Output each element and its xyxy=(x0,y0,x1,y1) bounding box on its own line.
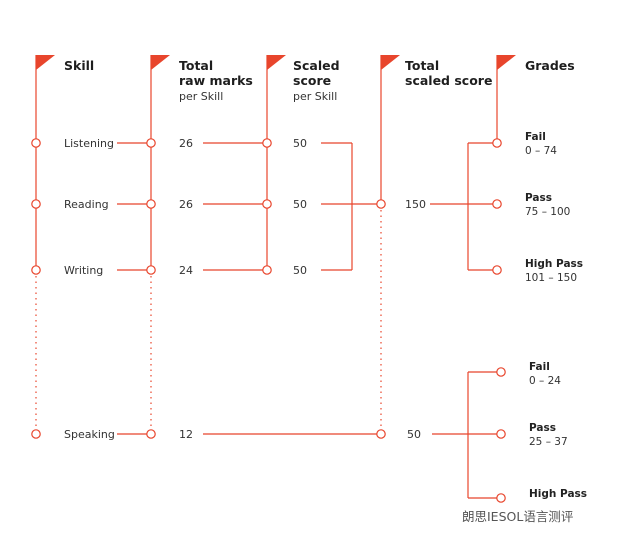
scaled-value-writing: 50 xyxy=(293,264,307,277)
raw-value-reading: 26 xyxy=(179,198,193,211)
node xyxy=(262,265,272,275)
node xyxy=(146,199,156,209)
grade-speaking-highpass-name: High Pass xyxy=(529,488,588,500)
skill-flag-icon xyxy=(36,55,55,70)
total-flag-icon xyxy=(381,55,400,70)
node xyxy=(492,199,502,209)
node xyxy=(496,493,506,503)
scaled-header-line1: Scaled xyxy=(293,58,340,73)
raw-flag-icon xyxy=(151,55,170,70)
grades-flag-icon xyxy=(497,55,516,70)
node xyxy=(31,265,41,275)
grade-speaking-fail-range: 0 – 24 xyxy=(529,375,561,387)
grade-speaking-fail-name: Fail xyxy=(529,361,550,373)
total-value-lrw: 150 xyxy=(405,198,426,211)
grade-speaking-pass-name: Pass xyxy=(529,422,556,434)
watermark: 朗思IESOL语言测评 xyxy=(460,506,576,525)
skill-header: Skill xyxy=(64,58,95,73)
node xyxy=(146,429,156,439)
grade-lrw-fail-range: 0 – 74 xyxy=(525,145,557,157)
total-header-line1: Total xyxy=(405,58,440,73)
raw-value-speaking: 12 xyxy=(179,428,193,441)
node xyxy=(492,138,502,148)
total-header-line2: scaled score xyxy=(405,73,493,88)
grade-lrw-highpass-range: 101 – 150 xyxy=(525,272,578,284)
raw-value-writing: 24 xyxy=(179,264,193,277)
grade-lrw-fail-name: Fail xyxy=(525,131,546,143)
scaled-value-reading: 50 xyxy=(293,198,307,211)
node xyxy=(31,199,41,209)
node xyxy=(262,138,272,148)
skill-label-reading: Reading xyxy=(64,198,109,211)
node xyxy=(146,265,156,275)
grade-lrw-pass-name: Pass xyxy=(525,192,552,204)
node xyxy=(31,429,41,439)
raw-header-line2: raw marks xyxy=(179,73,253,88)
total-value-speaking: 50 xyxy=(407,428,421,441)
grades-header: Grades xyxy=(525,58,575,73)
raw-header-line1: Total xyxy=(179,58,214,73)
node xyxy=(492,265,502,275)
node xyxy=(146,138,156,148)
skill-label-writing: Writing xyxy=(64,264,104,277)
skill-label-speaking: Speaking xyxy=(64,428,115,441)
grade-lrw-pass-range: 75 – 100 xyxy=(525,206,571,218)
node xyxy=(496,429,506,439)
scaled-flag-icon xyxy=(267,55,286,70)
node xyxy=(496,367,506,377)
raw-value-listening: 26 xyxy=(179,137,193,150)
node xyxy=(376,199,386,209)
grade-speaking-pass-range: 25 – 37 xyxy=(529,436,568,448)
grade-lrw-highpass-name: High Pass xyxy=(525,258,584,270)
scaled-header-sub: per Skill xyxy=(293,90,338,103)
node xyxy=(376,429,386,439)
node xyxy=(31,138,41,148)
scaled-header-line2: score xyxy=(293,73,332,88)
node xyxy=(262,199,272,209)
skill-label-listening: Listening xyxy=(64,137,114,150)
raw-header-sub: per Skill xyxy=(179,90,224,103)
scaled-value-listening: 50 xyxy=(293,137,307,150)
